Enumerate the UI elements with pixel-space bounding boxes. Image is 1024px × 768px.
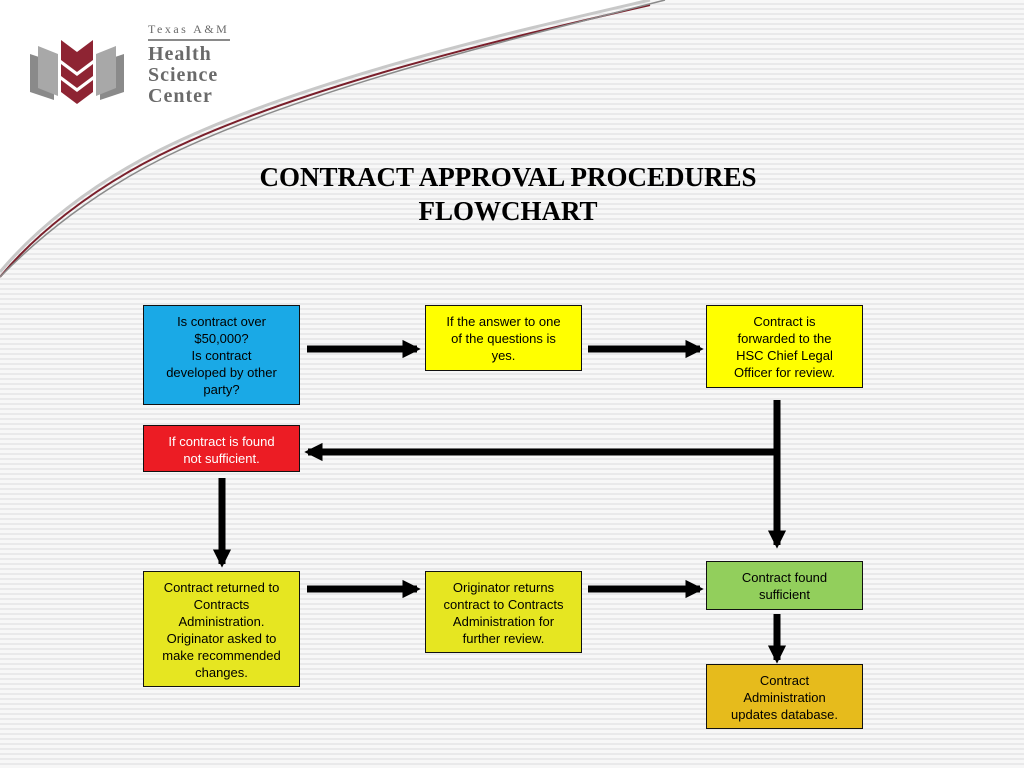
node-line: make recommended — [162, 648, 281, 663]
logo-line-1: Texas A&M — [148, 22, 230, 36]
node-contract-question: Is contract over $50,000? Is contract de… — [143, 305, 300, 405]
node-line: contract to Contracts — [443, 597, 564, 612]
node-line: $50,000? — [194, 331, 249, 346]
node-line: Contracts — [193, 597, 250, 612]
node-line: further review. — [462, 631, 545, 646]
node-line: party? — [203, 382, 240, 397]
node-line: If contract is found — [168, 434, 275, 449]
node-line: Administration — [743, 690, 826, 705]
node-line: updates database. — [731, 707, 838, 722]
node-updates-database: Contract Administration updates database… — [706, 664, 863, 729]
logo-rule — [148, 39, 230, 41]
node-line: Originator asked to — [166, 631, 277, 646]
node-line: Is contract — [191, 348, 252, 363]
logo-line-3: Science — [148, 64, 219, 86]
node-line: Contract returned to — [163, 580, 280, 595]
title-line-1: CONTRACT APPROVAL PROCEDURES — [259, 162, 757, 192]
node-line: Contract found — [741, 570, 828, 585]
node-line: not sufficient. — [183, 451, 260, 466]
node-line: of the questions is — [451, 331, 556, 346]
node-line: Is contract over — [177, 314, 266, 329]
node-line: Administration. — [178, 614, 265, 629]
hsc-emblem-icon — [30, 40, 124, 104]
title-line-2: FLOWCHART — [418, 196, 598, 226]
node-line: changes. — [195, 665, 248, 680]
node-line: developed by other — [166, 365, 277, 380]
node-line: yes. — [491, 348, 516, 363]
node-line: Officer for review. — [734, 365, 835, 380]
slide-title: CONTRACT APPROVAL PROCEDURES FLOWCHART — [200, 160, 816, 228]
node-line: Originator returns — [452, 580, 555, 595]
node-line: If the answer to one — [446, 314, 561, 329]
node-line: Contract — [759, 673, 810, 688]
node-line: sufficient — [758, 587, 811, 602]
hsc-logo: Texas A&M Health Science Center — [28, 22, 230, 112]
node-forwarded-to-legal: Contract is forwarded to the HSC Chief L… — [706, 305, 863, 388]
header-swoosh — [0, 0, 666, 278]
node-not-sufficient: If contract is found not sufficient. — [143, 425, 300, 472]
node-line: forwarded to the — [737, 331, 832, 346]
node-originator-returns: Originator returns contract to Contracts… — [425, 571, 582, 653]
logo-line-2: Health — [148, 43, 212, 65]
node-contract-returned: Contract returned to Contracts Administr… — [143, 571, 300, 687]
node-line: HSC Chief Legal — [736, 348, 833, 363]
node-line: Contract is — [753, 314, 816, 329]
logo-line-4: Center — [148, 85, 213, 107]
node-answer-yes: If the answer to one of the questions is… — [425, 305, 582, 371]
node-found-sufficient: Contract found sufficient — [706, 561, 863, 610]
node-line: Administration for — [452, 614, 555, 629]
